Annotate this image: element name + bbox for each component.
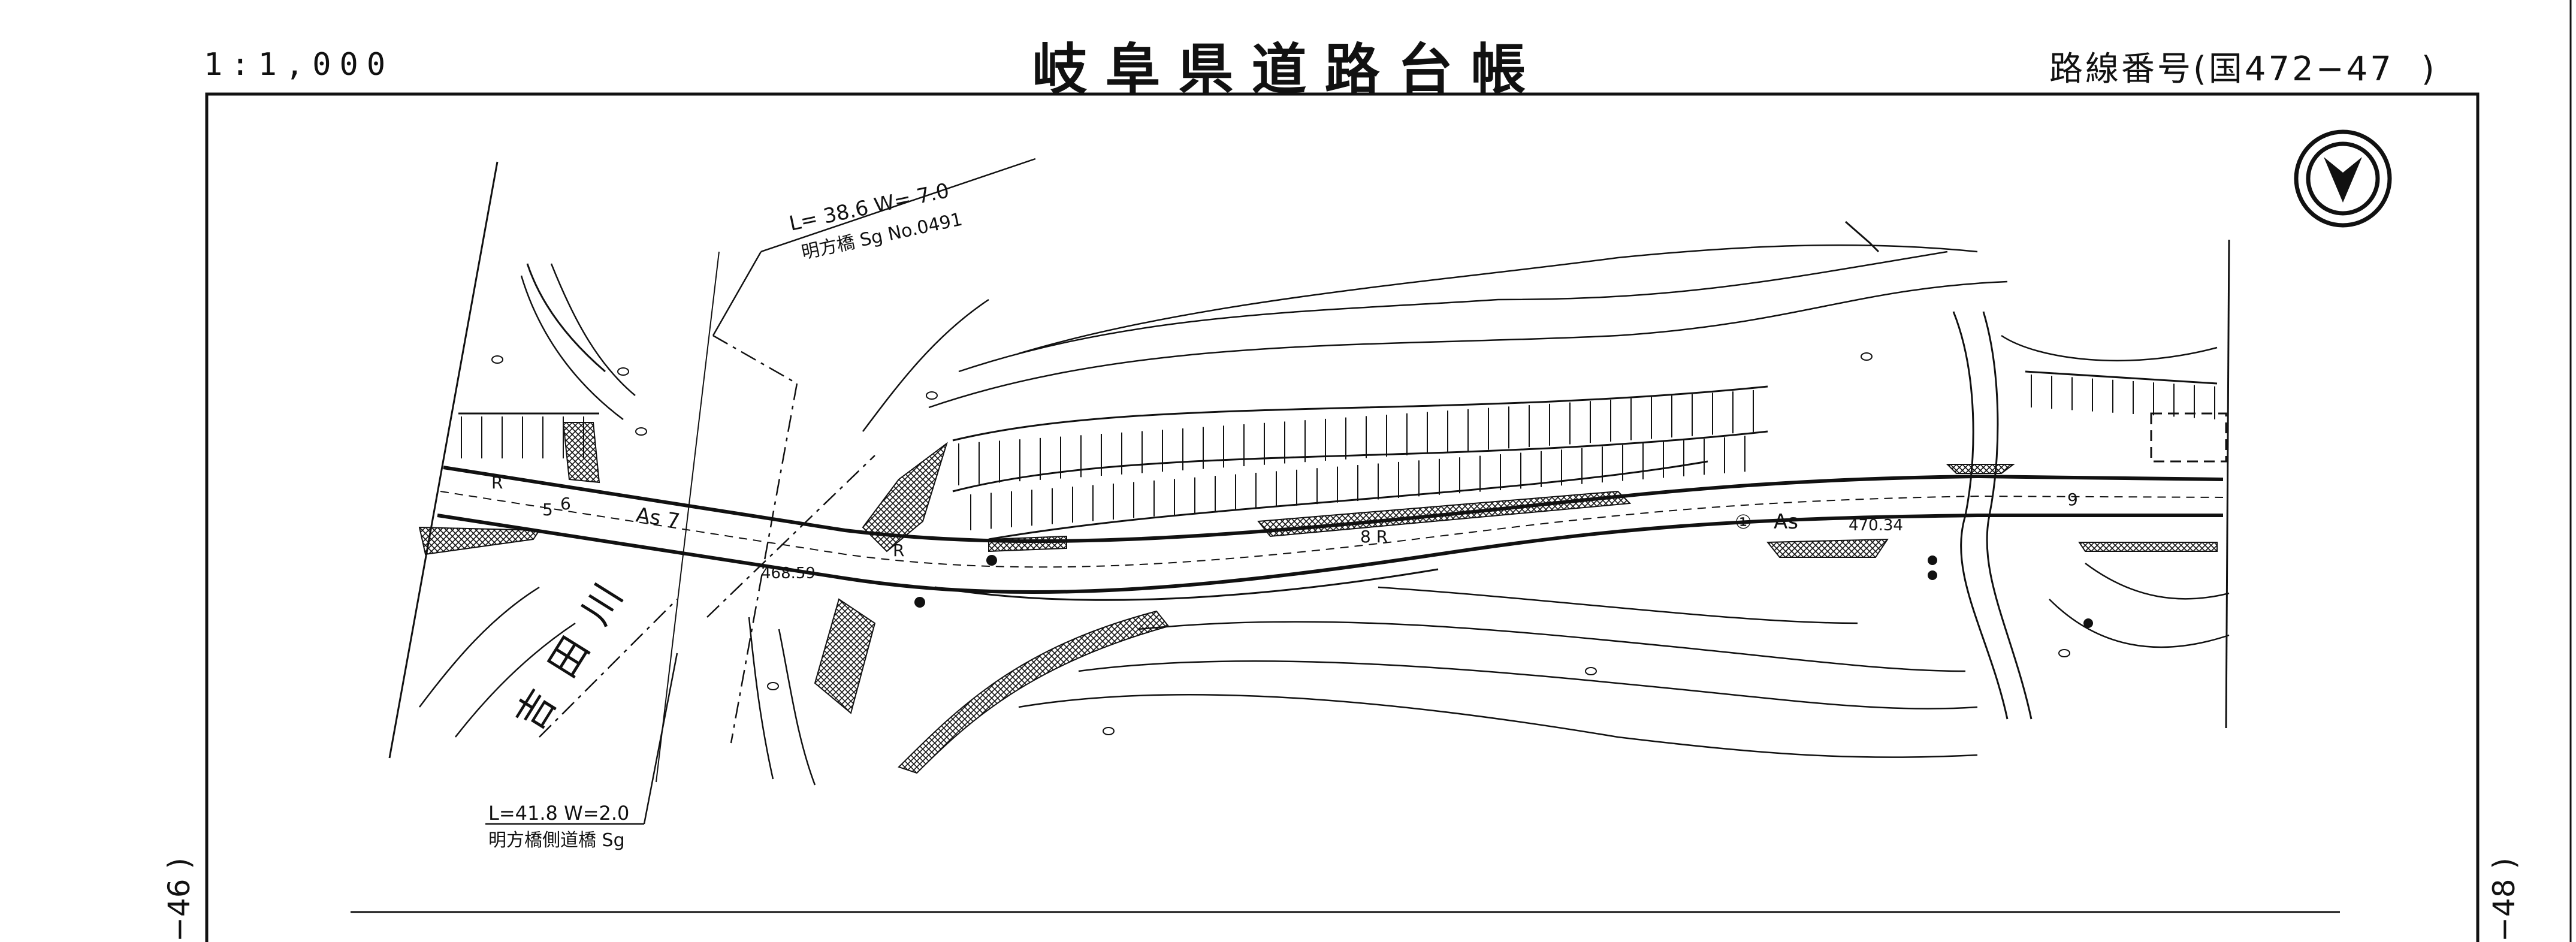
bridge-side-name: 明方橋側道橋 Sg (488, 830, 625, 851)
bridge-main-label: L= 38.6 W= 7.0 明方橋 Sg No.0491 (787, 179, 965, 263)
width-mark-1: 5 (542, 500, 553, 520)
river (526, 263, 2033, 720)
width-mark-6: 9 (2067, 490, 2078, 509)
route-number-close: ) (2421, 50, 2437, 89)
survey-points (914, 555, 2093, 628)
bridge-side-dimensions: L=41.8 W=2.0 (488, 802, 629, 825)
north-arrow-icon (2294, 129, 2392, 228)
contour-lines (419, 244, 2230, 786)
road-lines (437, 466, 2224, 601)
route-number: 路線番号(国472−47) (2049, 42, 2437, 90)
width-mark-2: R (491, 473, 503, 493)
building-outline (2150, 412, 2227, 463)
slope-hatching (458, 370, 2218, 541)
station-mark: ① (1735, 511, 1752, 533)
width-mark-3: 6 (560, 494, 571, 514)
bridge-leaders (485, 158, 1036, 825)
retaining-walls (418, 422, 2218, 774)
slope-ticks (461, 375, 2215, 530)
page-title: 岐阜県道路台帳 (1032, 37, 1544, 102)
width-mark-5: 8 R (1360, 527, 1388, 547)
map-frame (205, 92, 2480, 942)
elevation-label-2: 470.34 (1849, 517, 1903, 535)
elevation-label-1: 468.59 (761, 564, 816, 582)
route-number-label: 路線番号(国472−47 (2049, 50, 2394, 89)
vegetation-symbols (491, 352, 2070, 735)
river-name-label: 吉田川 (508, 556, 644, 738)
width-mark-4: R (893, 541, 904, 560)
map-scale: 1:1,000 (204, 47, 394, 83)
surface-code-2: As (1774, 510, 1798, 534)
surface-code-1: As 7 (635, 503, 682, 533)
